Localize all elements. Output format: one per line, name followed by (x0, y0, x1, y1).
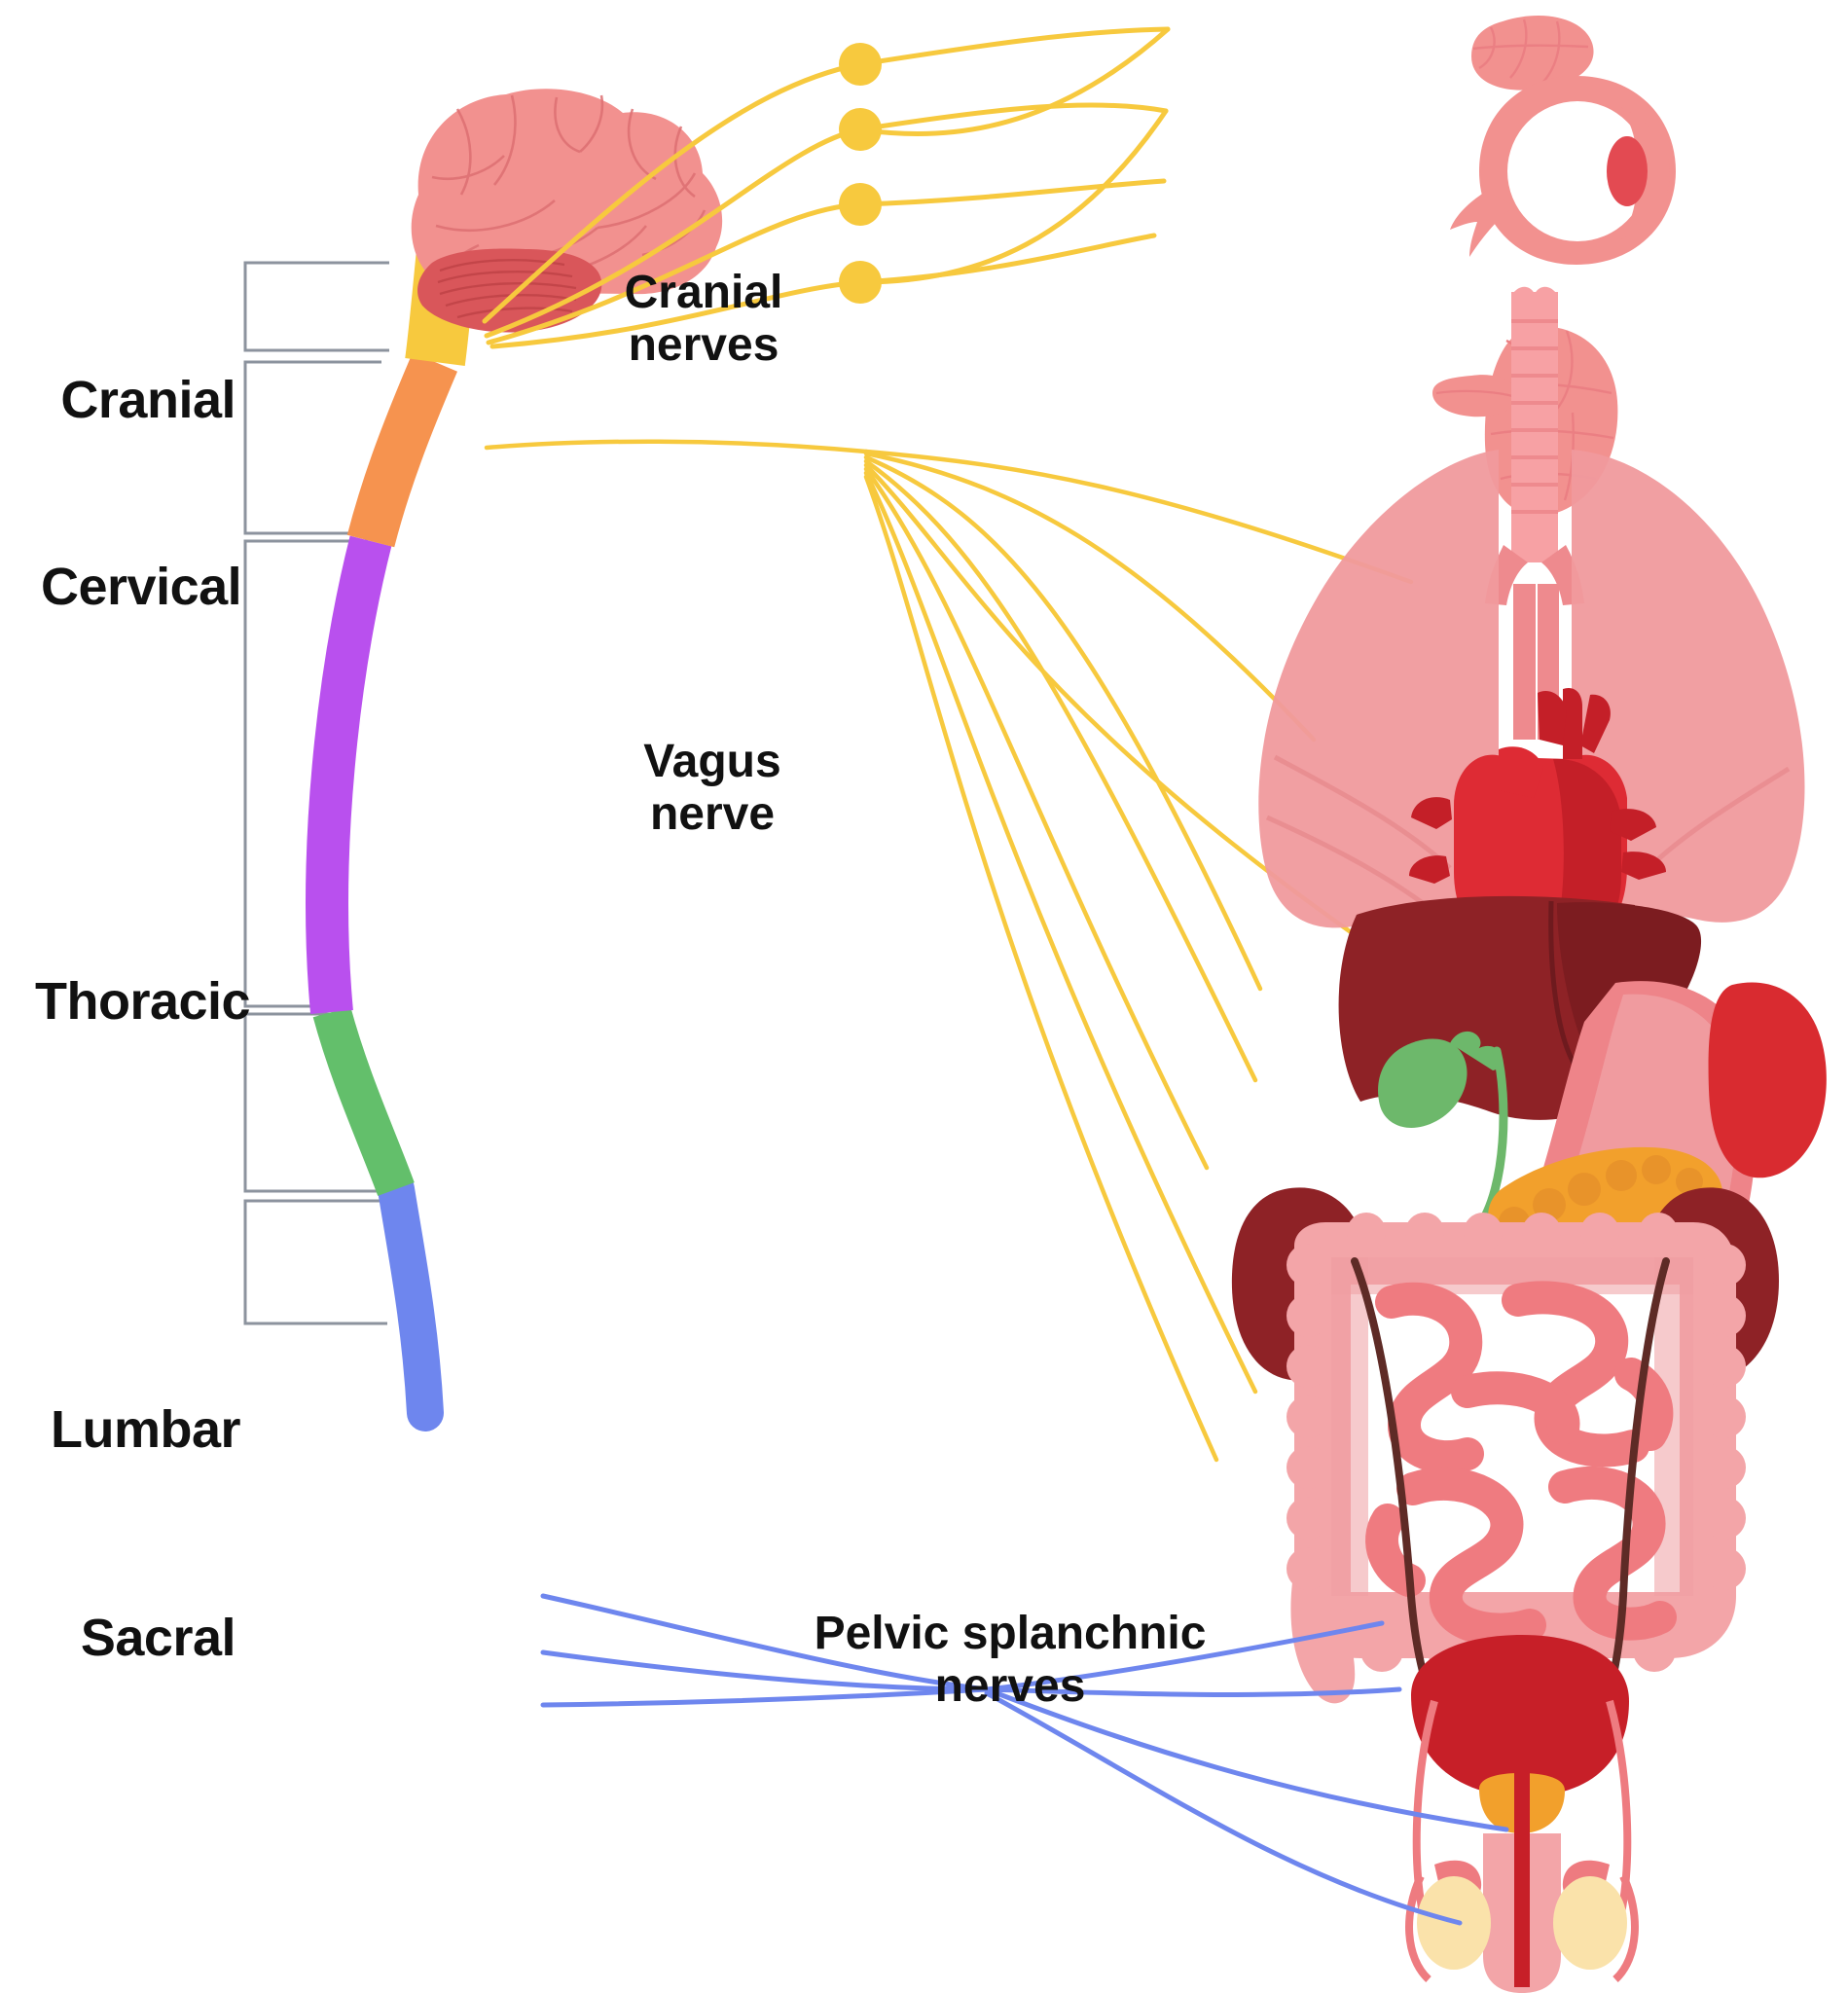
pelvic-splanchnic-nerves (540, 1593, 1509, 1926)
bracket-lumbar (243, 1012, 385, 1193)
cranial-nerve-2 (484, 127, 863, 339)
vagus-branch-pancreas (863, 466, 1210, 1171)
eye (1450, 76, 1676, 265)
lacrimal-gland (1471, 16, 1594, 91)
ganglion-1-icon (839, 43, 882, 86)
cranial-nerve-1 (482, 61, 863, 324)
cranial-nerve-4b (857, 233, 1157, 285)
vagus-branch-heart (863, 451, 1317, 743)
vagus-branch-stomach (863, 458, 1258, 1083)
bracket-sacral (243, 1199, 387, 1325)
vagus-trunk (484, 439, 869, 454)
penis (1483, 1830, 1561, 1993)
segment-label-sacral: Sacral (80, 1609, 236, 1667)
lung-right (1572, 450, 1805, 923)
bracket-cranial (243, 261, 389, 352)
cranial-nerve-cross-1 (857, 26, 1171, 137)
cranial-nerve-cross-2 (857, 108, 1169, 285)
nerve-label-vagus-nerve: Vagus nerve (643, 736, 781, 840)
vagus-branch-sintest (863, 470, 1258, 1395)
ganglion-3-icon (839, 183, 882, 226)
segment-label-lumbar: Lumbar (51, 1400, 241, 1459)
spleen (1708, 982, 1827, 1178)
vagus-branch-lung (863, 449, 1414, 585)
spinal-segment-lumbar (312, 1006, 415, 1196)
torso-organs (1231, 286, 1827, 1993)
nerve-label-cranial-nerves: Cranial nerves (624, 267, 783, 371)
ganglion-2-icon (839, 108, 882, 151)
ganglion-4-icon (839, 261, 882, 304)
prostate (1479, 1773, 1565, 1833)
brain (411, 89, 723, 333)
pelvic-branch-colon (984, 1620, 1385, 1692)
spinal-cord (306, 237, 478, 1431)
cranial-nerve-4 (489, 279, 863, 349)
cranial-nerve-3b (857, 178, 1167, 207)
vagus-branch-liver (863, 454, 1263, 992)
pelvic-nerve-2 (540, 1649, 990, 1692)
spinal-segment-sacral (378, 1171, 444, 1431)
brain-cerebrum (411, 89, 723, 295)
segment-brackets (243, 261, 389, 1325)
segment-label-thoracic: Thoracic (35, 972, 251, 1031)
bracket-thoracic (243, 539, 368, 1008)
bracket-cervical (243, 360, 381, 535)
cranial-nerve-2b (857, 102, 1169, 132)
pelvic-nerve-1 (540, 1593, 990, 1692)
cranial-nerves (482, 26, 1171, 349)
segment-label-cranial: Cranial (60, 371, 236, 429)
cerebellum (417, 248, 602, 333)
bladder (1411, 1635, 1629, 1796)
pelvic-branch-testis (984, 1690, 1463, 1926)
segment-label-cervical: Cervical (41, 558, 242, 616)
testis-right (1553, 1860, 1639, 1982)
spinal-segment-cervical (346, 352, 457, 548)
pelvic-branch-bladder (984, 1686, 1402, 1697)
gallbladder (1378, 1031, 1508, 1231)
trachea (1485, 286, 1584, 740)
submandibular-gland (1432, 375, 1518, 417)
small-intestine (1365, 1281, 1677, 1647)
pelvic-nerve-3 (540, 1686, 990, 1708)
spinal-segment-thoracic (306, 535, 392, 1015)
cranial-nerve-1b (857, 26, 1171, 67)
pelvic-branch-penis (984, 1686, 1509, 1832)
cranial-nerve-3 (486, 201, 863, 345)
lung-fissures (1265, 754, 1791, 911)
cranial-ganglia (839, 43, 882, 304)
nerve-label-pelvic-nerves: Pelvic splanchnic nerves (814, 1608, 1207, 1712)
vagus-branch-lintest (863, 474, 1219, 1463)
